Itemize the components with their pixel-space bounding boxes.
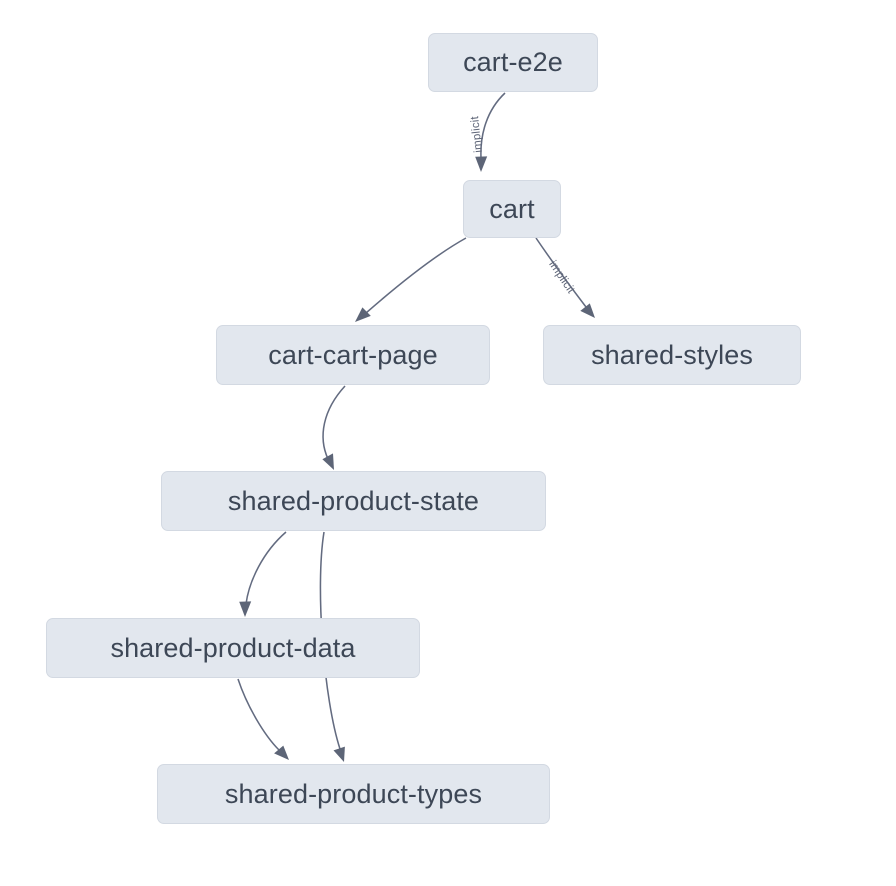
graph-node-cart-e2e[interactable]: cart-e2e [428,33,598,92]
node-label: cart [489,193,535,224]
node-label: shared-product-data [110,632,356,663]
node-label: cart-e2e [463,47,563,77]
node-label: shared-product-state [227,485,480,516]
graph-node-shared-product-types[interactable]: shared-product-types [157,764,550,824]
node-label: cart-cart-page [268,339,438,370]
graph-node-cart[interactable]: cart [463,180,561,238]
graph-node-cart-cart-page[interactable]: cart-cart-page [216,325,490,385]
node-label: shared-product-types [224,778,483,809]
node-label: shared-styles [591,339,753,370]
graph-node-shared-styles[interactable]: shared-styles [543,325,801,385]
graph-node-shared-product-data[interactable]: shared-product-data [46,618,420,678]
graph-node-shared-product-state[interactable]: shared-product-state [161,471,546,531]
